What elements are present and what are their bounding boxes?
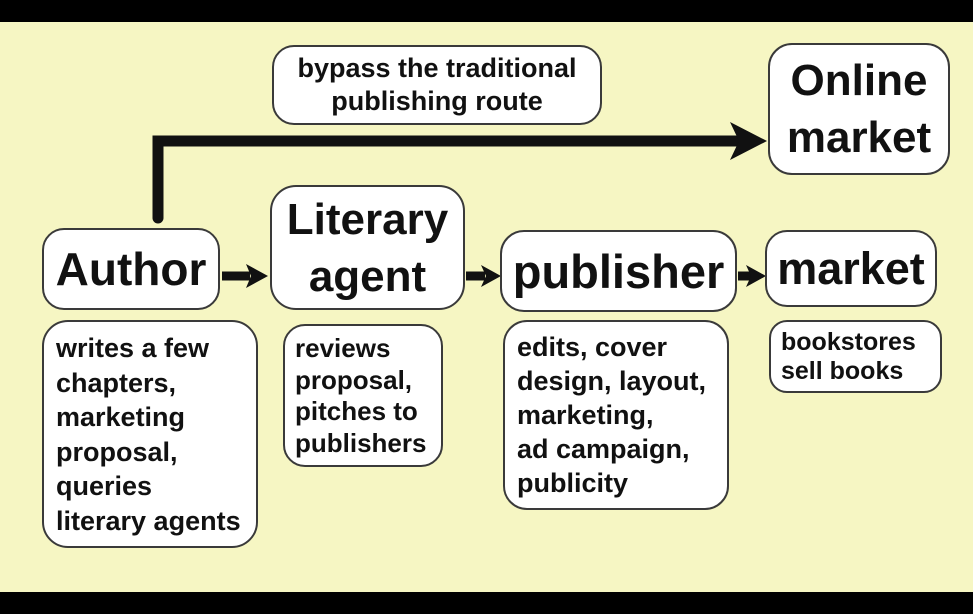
arrow-publisher-to-market-head (746, 265, 766, 287)
text-line: writes a few (56, 333, 210, 363)
text-line: ad campaign, (517, 434, 690, 464)
text-line: publishers (295, 427, 427, 458)
text-line: publisher (512, 244, 725, 298)
node-market: market (765, 230, 937, 307)
arrow-agent-to-publisher (466, 265, 501, 287)
text-line: bypass the traditional (297, 53, 577, 83)
note-publisher-tasks: edits, cover design, layout, marketing, ad … (503, 320, 729, 510)
node-publisher: publisher (500, 230, 737, 312)
node-literary-agent: Literary agent (270, 185, 465, 310)
node-online-market: Online market (768, 43, 950, 175)
arrow-author-to-agent (222, 264, 268, 288)
text-line: publicity (517, 468, 629, 498)
text-line: design, layout, (517, 366, 707, 396)
text-line: marketing, (517, 400, 654, 430)
text-line: publishing route (331, 86, 543, 116)
text-line: pitches to (295, 396, 418, 426)
text-line: Literary (286, 194, 449, 244)
text-line: market (777, 242, 925, 294)
bypass-arrow (152, 122, 767, 224)
text-line: reviews (295, 333, 391, 363)
text-line: Author (55, 243, 207, 295)
arrow-publisher-to-market (738, 265, 766, 287)
text-line: market (786, 113, 932, 162)
text-line: chapters, (56, 367, 177, 398)
note-author-tasks: writes a few chapters, marketing proposal, q… (42, 320, 258, 548)
text-line: sell books (781, 357, 904, 385)
arrow-agent-to-publisher-head (481, 265, 501, 287)
arrow-author-to-agent-head (246, 264, 268, 288)
bypass-arrowhead (730, 122, 767, 160)
text-line: queries (56, 471, 153, 501)
text-line: proposal, (56, 436, 178, 467)
text-line: literary agents (56, 505, 241, 536)
text-line: marketing (56, 402, 186, 432)
text-line: edits, cover (517, 332, 668, 362)
text-line: bookstores (781, 328, 916, 356)
text-line: agent (308, 251, 427, 301)
bypass-arrow-line (152, 135, 745, 224)
node-author: Author (42, 228, 220, 310)
text-line: Online (790, 56, 928, 105)
text-line: proposal, (295, 364, 413, 395)
